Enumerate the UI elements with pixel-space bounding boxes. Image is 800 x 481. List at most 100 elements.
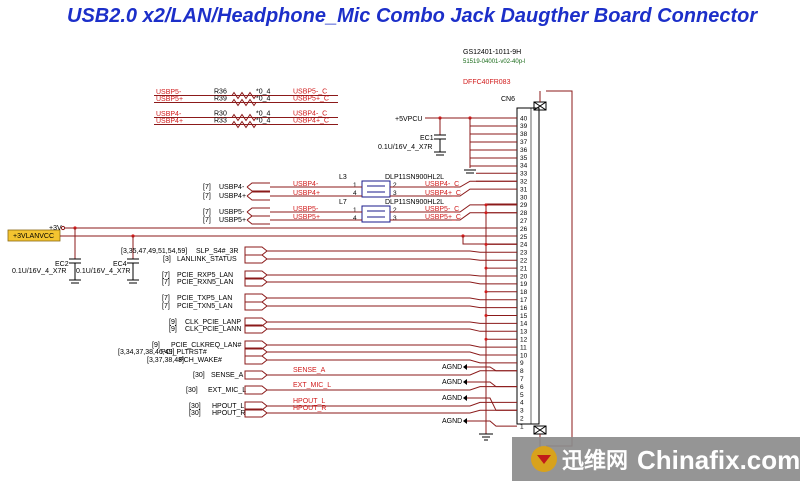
connector-pin-number: 13: [520, 329, 528, 336]
signal-page-ref: [9]: [169, 326, 177, 333]
signal-name: HPOUT_L: [212, 403, 244, 410]
usb-page-ref: [7]: [203, 184, 211, 191]
agnd-label: AGND: [442, 395, 462, 402]
connector-pin-number: 27: [520, 218, 528, 225]
connector-pin-number: 23: [520, 250, 528, 257]
watermark: 迅维网 Chinafix.com: [512, 437, 800, 481]
ground-junction: [484, 290, 488, 294]
connector-part-variant: 51519-04001-v02-40p-l: [463, 59, 525, 65]
resistor-zigzag: [231, 113, 257, 122]
agnd-arrow-icon: [463, 379, 467, 385]
usb-port-arrow: [246, 215, 270, 225]
signal-name: CLK_PCIE_LANN: [185, 326, 241, 333]
watermark-cn: 迅维网: [562, 448, 628, 474]
signal-name: PCH_WAKE#: [179, 357, 222, 364]
watermark-en: Chinafix.com: [637, 445, 800, 475]
connector-part-number: GS12401-1011-9H: [463, 49, 521, 56]
resistor-value: *0_4: [256, 89, 271, 96]
signal-port-flag: [244, 254, 268, 264]
ec2-value: 0.1U/16V_4_X7R: [12, 268, 66, 275]
choke-l3-body: [361, 180, 391, 198]
signal-name: CLK_PCIE_LANP: [185, 319, 241, 326]
signal-page-ref: [9]: [169, 319, 177, 326]
usb-page-ref: [7]: [203, 217, 211, 224]
connector-pin-number: 11: [520, 344, 527, 351]
signal-port-flag: [244, 277, 268, 287]
signal-name: PCIE_RXN5_LAN: [177, 279, 233, 286]
connector-pin-number: 38: [520, 131, 528, 138]
connector-footprint: DFFC40FR083: [463, 79, 511, 86]
connector-pin-number: 24: [520, 242, 528, 249]
signal-wire: [267, 305, 517, 309]
signal-name: PCIE_CLKREQ_LAN#: [171, 342, 242, 349]
connector-pin-number: 12: [520, 337, 528, 344]
usb-page-ref: [7]: [203, 209, 211, 216]
signal-wire: [267, 281, 517, 285]
signal-net: HPOUT_L: [293, 398, 325, 405]
signal-page-ref: [9]: [152, 342, 160, 349]
choke-l7-pin2: 2: [393, 207, 397, 214]
agnd-arrow-icon: [463, 364, 467, 370]
connector-pin-number: 26: [520, 226, 528, 233]
connector-pin-number: 28: [520, 210, 528, 217]
connector-pin-number: 1: [520, 423, 524, 430]
resistor-net-left: USBP5-: [156, 89, 182, 96]
connector-pin-number: 7: [520, 376, 524, 383]
signal-net: SENSE_A: [293, 367, 326, 374]
usb-signal-name: USBP5+: [219, 217, 246, 224]
resistor-value: *0_4: [256, 118, 271, 125]
agnd-arrow-icon: [463, 418, 467, 424]
ground-junction: [484, 337, 488, 341]
signal-name: PCI_PLTRST#: [161, 349, 207, 356]
usb-port-arrow: [246, 182, 270, 192]
v3-terminal: [60, 225, 66, 231]
connector-pin-number: 6: [520, 384, 524, 391]
usb-signal-name: USBP5-: [219, 209, 245, 216]
agnd-label: AGND: [442, 418, 462, 425]
signal-wire: [267, 250, 517, 253]
choke-l7-pin4: 4: [353, 215, 357, 222]
signal-page-ref: [3,37,38,48]: [147, 357, 184, 364]
connector-pin-number: 25: [520, 234, 528, 241]
connector-pin-number: 10: [520, 352, 528, 359]
connector-pin-number: 35: [520, 155, 528, 162]
usb-net-c: USBP4-_C: [425, 181, 459, 188]
signal-name: EXT_MIC_L: [208, 387, 246, 394]
v3-label: +3V: [49, 225, 62, 232]
mount-pad-bottom-x2: [533, 425, 547, 435]
resistor-net-left: USBP4+: [156, 118, 183, 125]
ec1-value: 0.1U/16V_4_X7R: [378, 144, 432, 151]
usb-net-c: USBP4+_C: [425, 190, 461, 197]
signal-port-flag: [244, 324, 268, 334]
signal-name: PCIE_TXP5_LAN: [177, 295, 232, 302]
resistor-net-left: USBP4-: [156, 111, 182, 118]
lanvcc-label: +3VLANVCC: [13, 233, 54, 240]
connector-pin-number: 5: [520, 392, 524, 399]
connector-pin-number: 2: [520, 416, 524, 423]
watermark-band: [512, 437, 800, 481]
signal-page-ref: [7]: [162, 303, 170, 310]
resistor-value: *0_4: [256, 111, 271, 118]
connector-pin-number: 20: [520, 273, 528, 280]
vpcu-label: +5VPCU: [395, 116, 422, 123]
connector-pin-number: 34: [520, 163, 528, 170]
agnd-label: AGND: [442, 379, 462, 386]
usb-nets: [7]USBP4-USBP4-USBP4-_C[7]USBP4+USBP4+US…: [203, 180, 517, 225]
signal-name: PCIE_RXP5_LAN: [177, 272, 233, 279]
connector-pin-number: 21: [520, 265, 528, 272]
resistor-zigzag: [231, 98, 257, 107]
choke-l3-pin1: 1: [353, 182, 357, 189]
usb-net: USBP5+: [293, 214, 320, 221]
signal-wire: [267, 328, 517, 332]
ec1-ref: EC1: [420, 135, 434, 142]
resistor-ref: R36: [214, 89, 227, 96]
mount-pad-top-x2: [533, 101, 547, 111]
signal-wire: [267, 258, 517, 261]
usb-net: USBP5-: [293, 206, 319, 213]
signal-wire: [267, 297, 517, 301]
connector-pin-number: 8: [520, 368, 524, 375]
connector-pin-number: 16: [520, 305, 528, 312]
agnd-wire: [467, 420, 517, 427]
ec4-value: 0.1U/16V_4_X7R: [76, 268, 130, 275]
